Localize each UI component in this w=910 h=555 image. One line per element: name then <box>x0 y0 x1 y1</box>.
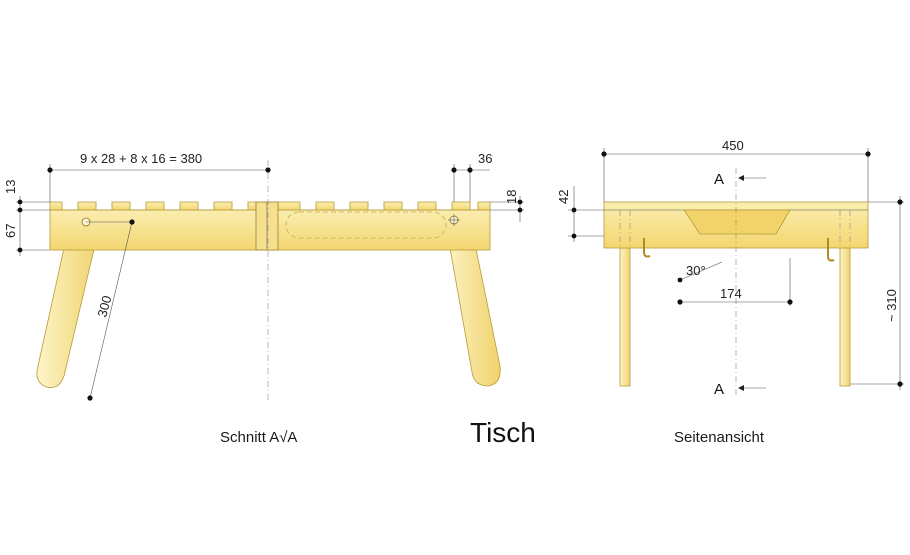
slat-row-right <box>277 201 491 211</box>
side-leg-right <box>839 247 851 387</box>
dim-frame-height: 67 <box>3 224 18 238</box>
right-leg <box>443 209 501 387</box>
dim-slat-depth: 18 <box>504 190 519 204</box>
dim-side-frame-height: 42 <box>556 190 571 204</box>
dim-height: ~ 310 <box>884 289 899 322</box>
section-mark-top: A <box>714 171 724 188</box>
dim-angle: 30° <box>686 263 706 278</box>
dim-end-width: 36 <box>478 151 492 166</box>
drawing-title: Tisch <box>470 417 536 448</box>
side-leg-left <box>619 247 631 387</box>
left-leg <box>36 211 101 389</box>
dim-leg-length: 300 <box>94 294 114 319</box>
side-view: A A 450 42 30° 174 ~ <box>556 138 904 446</box>
section-mark-bottom: A <box>714 381 724 398</box>
dim-top-gap: 13 <box>3 180 18 194</box>
hook-right <box>827 238 835 262</box>
dim-slats-formula: 9 x 28 + 8 x 16 = 380 <box>80 151 202 166</box>
inner-slot <box>285 211 447 239</box>
caption-side: Seitenansicht <box>674 429 765 446</box>
side-recess <box>683 209 791 235</box>
dim-leg-spacing: 174 <box>720 286 742 301</box>
caption-section: Schnitt A√A <box>220 429 297 446</box>
section-view: 9 x 28 + 8 x 16 = 380 36 18 13 67 300 Sc… <box>3 151 524 446</box>
slat-row <box>49 201 257 211</box>
hook-left <box>643 238 651 258</box>
dim-total-width: 450 <box>722 138 744 153</box>
